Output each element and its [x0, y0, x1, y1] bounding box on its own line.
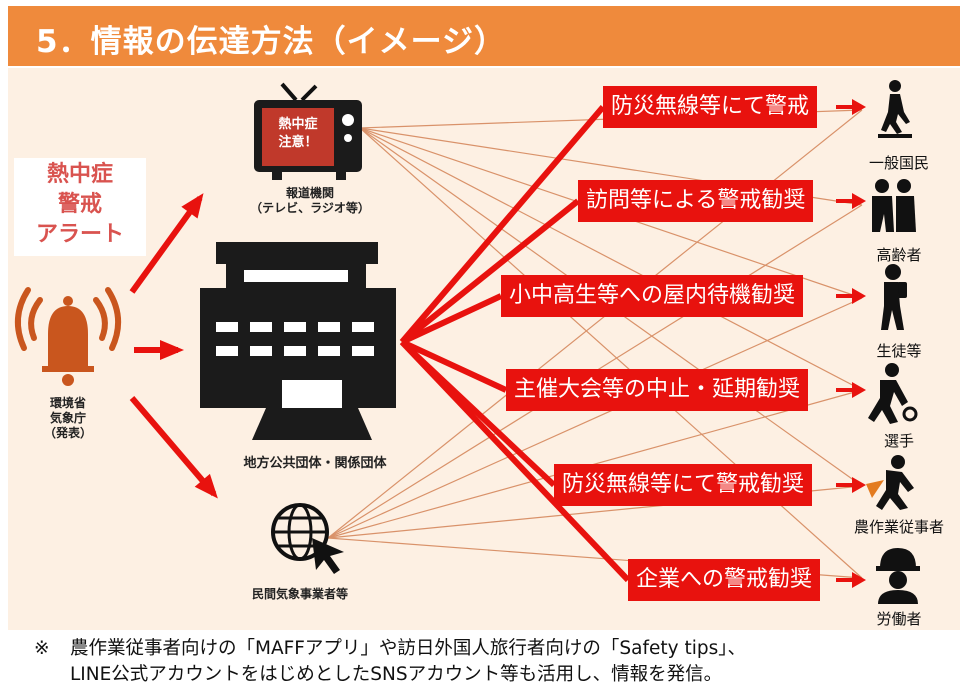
target-label-farmers: 農作業従事者	[853, 518, 944, 536]
target-label-general: 一般国民	[868, 154, 929, 172]
message-box-1: 防災無線等にて警戒	[603, 86, 818, 128]
alert-label-box: 熱中症 警戒 アラート	[14, 158, 146, 256]
header-bar: 5．情報の伝達方法（イメージ）	[8, 6, 960, 66]
private-weather-label: 民間気象事業者等	[251, 587, 348, 601]
message-box-6: 企業への警戒勧奨	[628, 559, 821, 601]
student-icon	[881, 264, 907, 330]
issuer-line-1: 環境省	[49, 396, 86, 410]
target-arrowhead-4	[852, 382, 866, 398]
bell-icon	[15, 287, 121, 386]
target-arrowhead-6	[852, 572, 866, 588]
target-label-workers: 労働者	[876, 610, 922, 628]
target-label-elderly: 高齢者	[876, 246, 922, 264]
media-line-2: （テレビ、ラジオ等）	[250, 201, 370, 215]
alert-line-3: アラート	[35, 222, 124, 247]
alert-arrow-private-line	[129, 396, 217, 496]
note-mark: ※	[34, 638, 50, 659]
elderly-icon	[872, 179, 916, 232]
message-box-3: 小中高生等への屋内待機勧奨	[501, 275, 804, 317]
gov-arrow-2	[400, 198, 580, 345]
alert-arrow-media-head	[181, 193, 204, 219]
issuer-line-2: 気象庁	[49, 411, 86, 425]
alert-arrow-private-head	[194, 473, 218, 499]
cursor-icon	[312, 538, 344, 574]
red-arrows	[129, 99, 866, 588]
pedestrian-icon	[878, 80, 912, 138]
gov-arrow-3	[400, 293, 503, 345]
note-line-1: 農作業従事者向けの「MAFFアプリ」や訪日外国人旅行者向けの「Safety ti…	[70, 638, 746, 659]
issuer-line-3: （発表）	[43, 426, 92, 440]
local-gov-label: 地方公共団体・関係団体	[243, 456, 387, 471]
message-box-2: 訪問等による警戒勧奨	[578, 180, 814, 222]
tv-screen-text: 熱中症 注意！	[268, 116, 328, 152]
tv-icon	[254, 82, 362, 180]
footnote: ※ 農作業従事者向けの「MAFFアプリ」や訪日外国人旅行者向けの「Safety t…	[34, 636, 746, 688]
target-label-athletes: 選手	[883, 432, 914, 450]
target-arrowhead-5	[852, 477, 866, 493]
tv-screen-line-1: 熱中症	[278, 117, 318, 132]
alert-line-2: 警戒	[57, 192, 102, 217]
gov-arrow-4	[400, 339, 508, 393]
connector-line-media-4	[359, 127, 863, 391]
alert-label: 熱中症 警戒 アラート	[14, 160, 146, 250]
tv-screen-line-2: 注意！	[278, 135, 318, 150]
target-arrowhead-3	[852, 288, 866, 304]
worker-icon	[876, 548, 920, 604]
message-box-4: 主催大会等の中止・延期勧奨	[506, 369, 809, 411]
farmer-icon	[866, 455, 914, 510]
target-arrowhead-1	[852, 99, 866, 115]
media-line-1: 報道機関	[285, 186, 334, 200]
alert-line-1: 熱中症	[46, 162, 113, 187]
alert-arrow-media-line	[129, 196, 203, 294]
message-box-5: 防災無線等にて警戒勧奨	[554, 464, 813, 506]
note-line-2: LINE公式アカウントをはじめとしたSNSアカウント等も活用し、情報を発信。	[70, 664, 723, 685]
media-label: 報道機関 （テレビ、ラジオ等）	[240, 186, 380, 216]
page-title: 5．情報の伝達方法（イメージ）	[36, 24, 506, 60]
target-label-students: 生徒等	[876, 342, 922, 360]
target-arrowhead-2	[852, 193, 866, 209]
alert-arrow-gov-head	[160, 340, 184, 360]
gov-arrow-6	[399, 339, 631, 583]
issuer-label: 環境省 気象庁 （発表）	[36, 396, 100, 441]
connector-line-private-3	[327, 297, 863, 539]
building-icon	[200, 242, 396, 440]
athlete-icon	[868, 363, 918, 424]
gov-arrow-1	[399, 105, 606, 344]
